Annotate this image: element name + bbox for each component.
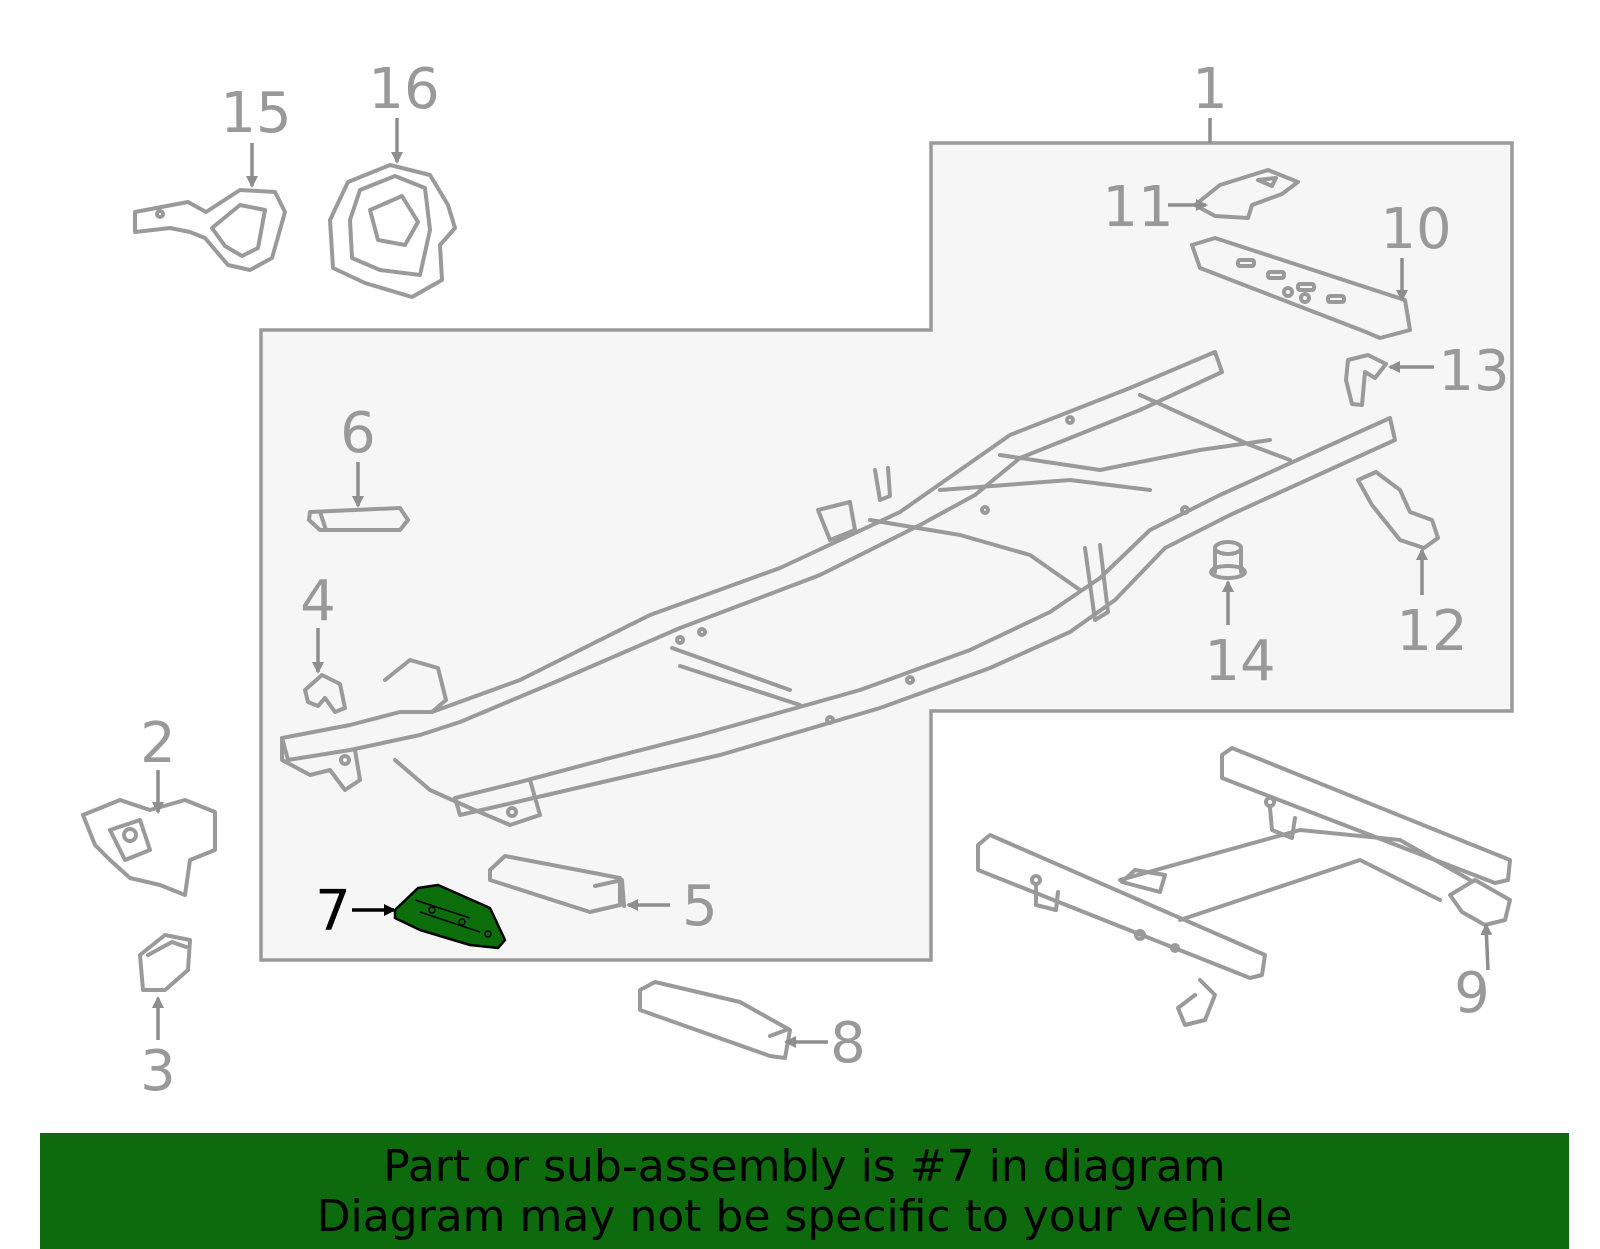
callout-13: 13 bbox=[1438, 339, 1509, 404]
banner-line-1: Part or sub-assembly is #7 in diagram bbox=[383, 1141, 1226, 1192]
frame-assembly-box bbox=[259, 141, 1514, 962]
part-9-rear-section[interactable] bbox=[976, 746, 1512, 1027]
info-banner: Part or sub-assembly is #7 in diagram Di… bbox=[40, 1133, 1569, 1249]
callout-1: 1 bbox=[1192, 57, 1228, 122]
part-15-bracket[interactable] bbox=[133, 188, 287, 272]
part-16-mount[interactable] bbox=[328, 163, 457, 299]
callout-10: 10 bbox=[1380, 197, 1451, 262]
part-12-bracket[interactable] bbox=[1356, 470, 1440, 550]
callout-3: 3 bbox=[140, 1039, 176, 1104]
callout-12: 12 bbox=[1396, 599, 1467, 664]
part-3-block[interactable] bbox=[138, 933, 192, 992]
part-8-bar[interactable] bbox=[638, 980, 792, 1060]
callout-16: 16 bbox=[368, 57, 439, 122]
callout-2: 2 bbox=[140, 711, 176, 776]
part-14-bushing[interactable] bbox=[1209, 540, 1247, 580]
arrow-9 bbox=[1480, 923, 1493, 971]
callout-11: 11 bbox=[1102, 175, 1173, 240]
part-13-bracket[interactable] bbox=[1344, 353, 1388, 407]
callout-6: 6 bbox=[340, 401, 376, 466]
banner-line-2: Diagram may not be specific to your vehi… bbox=[316, 1191, 1293, 1242]
part-11-plate[interactable] bbox=[1193, 168, 1300, 220]
part-4-bracket[interactable] bbox=[303, 673, 347, 714]
part-5-bar[interactable] bbox=[488, 854, 626, 914]
callout-5: 5 bbox=[682, 874, 718, 939]
callout-8: 8 bbox=[830, 1011, 866, 1076]
frame-ladder[interactable] bbox=[280, 350, 1397, 827]
callout-4: 4 bbox=[300, 569, 336, 634]
callout-9: 9 bbox=[1454, 961, 1490, 1026]
callout-14: 14 bbox=[1204, 629, 1275, 694]
part-7-highlighted[interactable] bbox=[393, 883, 507, 950]
part-2-mount[interactable] bbox=[81, 798, 217, 897]
part-6-pad[interactable] bbox=[307, 506, 410, 532]
callout-15: 15 bbox=[220, 81, 291, 146]
callout-7: 7 bbox=[315, 879, 351, 944]
part-10-crossmember[interactable] bbox=[1190, 236, 1412, 340]
